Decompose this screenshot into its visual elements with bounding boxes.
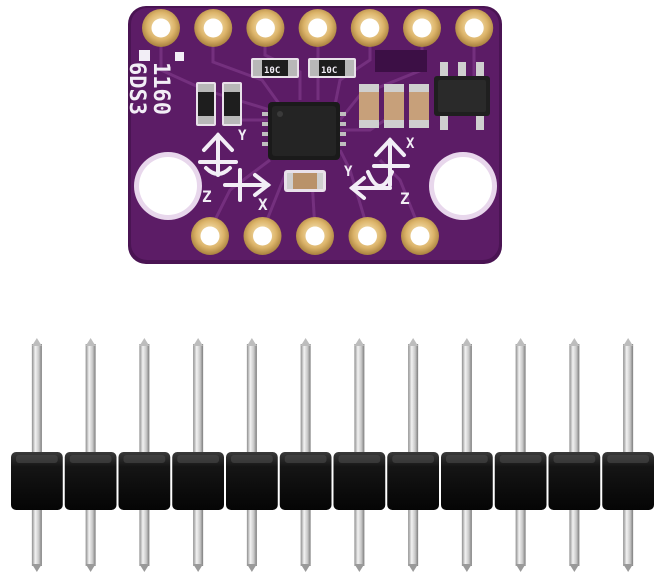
part-number-label: 1160 6DS3 [124, 62, 173, 115]
header-pin [300, 338, 311, 572]
header-housing-block [494, 452, 547, 510]
header-pin [85, 338, 96, 572]
small-capacitor [284, 170, 326, 192]
silk-marker [139, 50, 150, 61]
header-pin [139, 338, 150, 572]
axis-diagram-left [198, 132, 272, 202]
axis-label-y-right: Y [344, 164, 353, 180]
solder-pad [246, 9, 285, 47]
solder-pad [194, 9, 233, 47]
bottom-pad-row [191, 217, 439, 255]
mounting-hole-left [134, 152, 202, 220]
solder-pad [403, 9, 441, 47]
resistor-left-a [196, 82, 216, 126]
solder-pad [296, 217, 334, 255]
solder-pad [142, 9, 180, 47]
header-pin [408, 338, 419, 572]
axis-label-x-left: X [258, 195, 268, 214]
header-housing-block [64, 452, 117, 510]
axis-diagram-right [348, 137, 410, 200]
header-pin [31, 338, 42, 572]
solder-pad [298, 9, 337, 47]
header-pin [623, 338, 634, 572]
header-housing-block [333, 452, 386, 510]
solder-pad [191, 217, 229, 255]
header-housing-block [548, 452, 601, 510]
header-housing-block [118, 452, 171, 510]
part-number-line-2: 6DS3 [124, 62, 149, 115]
header-housing-block [387, 452, 439, 510]
header-pin [246, 338, 257, 572]
top-pad-row [142, 9, 494, 47]
header-housing-block [602, 452, 654, 510]
header-housing-block [441, 452, 493, 510]
resistor-code-label: 10C [264, 66, 280, 76]
header-pin [354, 338, 365, 572]
voltage-regulator-chip [375, 50, 490, 130]
header-housing-block [172, 452, 224, 510]
header-pin [515, 338, 526, 572]
header-housing-block [11, 452, 63, 510]
imu-sensor-chip [262, 102, 346, 160]
resistor-left-b [222, 82, 242, 126]
header-pin [461, 338, 472, 572]
header-housing-block [226, 452, 278, 510]
header-pin [193, 338, 204, 572]
capacitor-row [359, 84, 429, 128]
solder-pad [401, 217, 439, 255]
resistor-code-label: 10C [321, 66, 337, 76]
silk-marker [175, 52, 184, 61]
solder-pad [243, 217, 282, 255]
axis-label-z-left: Z [202, 187, 212, 206]
axis-label-y-left: Y [238, 128, 247, 144]
part-number-line-1: 1160 [148, 62, 173, 115]
resistor-top-right: 10C [308, 58, 356, 78]
mounting-hole-right [429, 152, 497, 220]
axis-label-x-right: X [406, 136, 415, 152]
resistor-top-left: 10C [251, 58, 299, 78]
header-pin [569, 338, 580, 572]
axis-label-z-right: Z [400, 189, 410, 208]
sensor-breakout-board: 1160 6DS3 10C 10C [124, 6, 502, 264]
header-housing-block [279, 452, 332, 510]
pin-header-strip [11, 338, 654, 572]
solder-pad [350, 9, 389, 47]
solder-pad [455, 9, 494, 47]
solder-pad [348, 217, 387, 255]
